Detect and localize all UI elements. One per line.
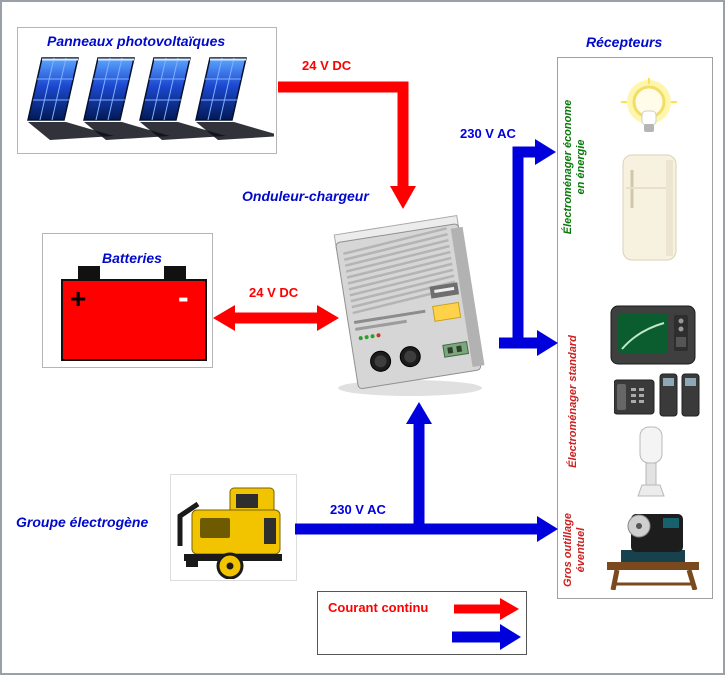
legend-arrows	[452, 598, 521, 650]
legend-ac-arrow	[452, 624, 521, 650]
receiver-group-label-standard: Électroménager standard	[567, 335, 579, 468]
receiver-group-label-econome: Électroménager économe en énergie	[562, 99, 587, 235]
inverter-title: Onduleur-chargeur	[242, 188, 369, 204]
ac-arrow-inverter-to-receivers	[499, 139, 558, 356]
phones-icon	[614, 373, 700, 417]
battery-plus-sign: +	[70, 283, 86, 314]
dc-panels-label: 24 V DC	[302, 58, 352, 73]
blender-icon	[637, 426, 665, 497]
generator-title: Groupe électrogène	[16, 514, 149, 530]
bench-tool-icon	[607, 514, 699, 590]
ac-generator-label: 230 V AC	[330, 502, 386, 517]
receivers-title: Récepteurs	[586, 34, 663, 50]
inverter-charger-icon	[333, 215, 485, 396]
batteries-title: Batteries	[102, 250, 162, 266]
legend-box: Courant continu	[317, 591, 527, 655]
legend-dc-arrow	[454, 598, 519, 620]
tv-icon	[610, 305, 696, 365]
refrigerator-icon	[622, 154, 677, 261]
light-bulb-icon	[621, 78, 677, 132]
battery-minus-sign: -	[178, 279, 189, 315]
legend-dc-label: Courant continu	[328, 600, 429, 615]
solar-panels-icon	[27, 57, 274, 140]
receiver-group-label-gros-outillage: Gros outillage éventuel	[562, 513, 587, 587]
ac-arrow-generator-to-receivers	[295, 402, 558, 542]
battery-icon: + -	[61, 266, 207, 361]
ac-inverter-label: 230 V AC	[460, 126, 516, 141]
generator-icon	[177, 487, 282, 579]
solar-panels-title: Panneaux photovoltaïques	[47, 33, 226, 49]
dc-battery-label: 24 V DC	[249, 285, 299, 300]
